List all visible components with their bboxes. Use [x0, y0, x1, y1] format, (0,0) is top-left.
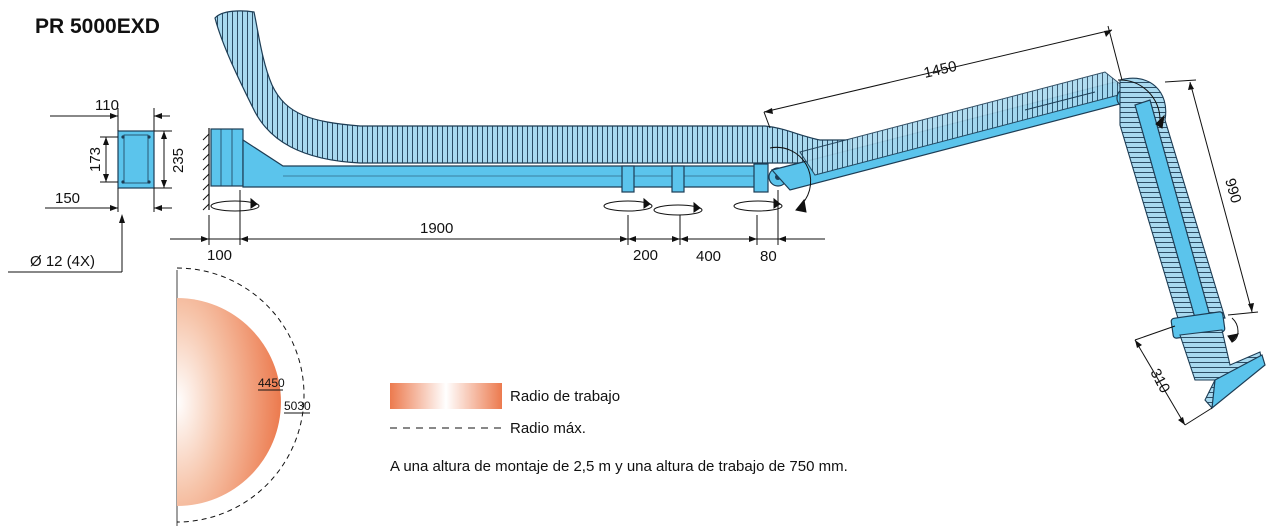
dim-bracket-base: 150 [55, 190, 80, 207]
dim-400: 400 [696, 248, 721, 265]
joint-block [753, 163, 769, 193]
dim-310: 310 [1146, 366, 1173, 396]
radius-max-value: 5030 [284, 399, 311, 413]
mounting-note: A una altura de montaje de 2,5 m y una a… [390, 458, 848, 475]
working-radius-area [177, 298, 281, 506]
legend: Radio de trabajo Radio máx. A una altura… [390, 383, 848, 475]
dim-80: 80 [760, 248, 777, 265]
upper-arm [770, 71, 1138, 191]
dim-bracket-height: 235 [170, 148, 187, 173]
lower-arm [1119, 77, 1266, 410]
dim-lower-arm: 990 [1164, 79, 1259, 316]
radius-diagram: 4450 5030 [176, 267, 311, 526]
wall-mount [202, 128, 244, 211]
legend-working-swatch [390, 383, 502, 409]
mount-bracket [210, 128, 244, 187]
dim-1450: 1450 [922, 58, 958, 82]
dim-100: 100 [207, 247, 232, 264]
clamp-1 [621, 165, 635, 193]
rotation-arrows [210, 79, 1240, 343]
product-title: PR 5000EXD [35, 15, 160, 38]
horizontal-hose [214, 10, 851, 164]
dim-bracket-width: 110 [95, 97, 119, 114]
clamp-2 [671, 165, 685, 193]
dim-1900: 1900 [420, 220, 453, 237]
legend-working-label: Radio de trabajo [510, 388, 620, 405]
dim-990: 990 [1221, 176, 1244, 205]
bracket-plate [117, 130, 155, 189]
horizontal-dimensions: 100 1900 200 400 80 [170, 190, 825, 265]
dim-bracket-inner-height: 173 [87, 147, 104, 172]
dim-200: 200 [633, 247, 658, 264]
max-radius-arc [176, 267, 305, 523]
radius-working-value: 4450 [258, 376, 285, 390]
hole-callout: Ø 12 (4X) [30, 253, 95, 270]
legend-max-label: Radio máx. [510, 420, 586, 437]
wall-bracket-detail: 110 173 235 150 Ø 12 (4X) [8, 97, 187, 273]
